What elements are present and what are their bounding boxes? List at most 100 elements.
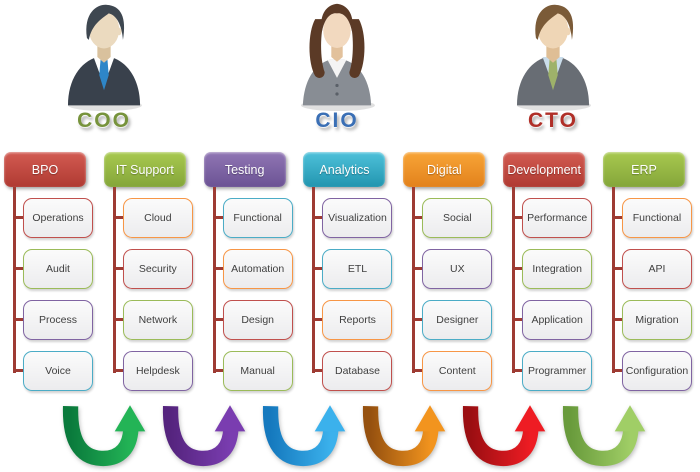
node-label: Database xyxy=(335,365,380,377)
node-cloud: Cloud xyxy=(122,198,193,238)
connector-stub xyxy=(512,216,524,219)
column-testing: Testing Functional Automation Design Man… xyxy=(202,150,299,396)
connector-stub xyxy=(512,369,524,372)
column-digital: Digital Social UX Designer Content xyxy=(401,150,498,396)
connector-stub xyxy=(13,369,24,372)
connector-stub xyxy=(212,216,224,219)
node-api: API xyxy=(621,249,692,289)
connector-stub xyxy=(13,216,24,219)
node-label: Visualization xyxy=(328,212,387,224)
u-turn-arrow-icon xyxy=(462,405,546,467)
persona-label: COO xyxy=(77,109,131,132)
columns-row: BPO Operations Audit Process Voice IT Su… xyxy=(0,150,700,398)
connector-stub xyxy=(13,318,24,321)
female-avatar-icon xyxy=(300,3,375,112)
connector-stub xyxy=(312,318,324,321)
node-label: Integration xyxy=(532,263,582,275)
connector-line xyxy=(512,187,516,373)
connector-stub xyxy=(512,318,524,321)
male-avatar-icon xyxy=(516,4,591,112)
connector-line xyxy=(412,187,416,373)
node-label: Design xyxy=(241,314,274,326)
node-voice: Voice xyxy=(23,351,93,391)
connector-line xyxy=(312,187,316,373)
u-turn-arrow-icon xyxy=(262,405,346,467)
node-label: Audit xyxy=(46,263,70,275)
node-label: Application xyxy=(531,314,583,326)
connector-stub xyxy=(611,318,623,321)
u-turn-arrow-icon xyxy=(62,405,146,467)
connector-stub xyxy=(13,267,24,270)
node-social: Social xyxy=(422,198,493,238)
node-label: Migration xyxy=(635,314,679,326)
node-configuration: Configuration xyxy=(621,351,692,391)
column-header-it-support: IT Support xyxy=(103,152,186,187)
connector-line xyxy=(13,187,16,373)
connector-stub xyxy=(611,267,623,270)
connector-stub xyxy=(611,369,623,372)
connector-stub xyxy=(512,267,524,270)
connector-stub xyxy=(412,369,424,372)
connector-line xyxy=(212,187,216,373)
node-helpdesk: Helpdesk xyxy=(122,351,193,391)
node-reports: Reports xyxy=(322,300,393,340)
column-header-analytics: Analytics xyxy=(303,152,386,187)
node-label: Security xyxy=(138,263,177,275)
node-audit: Audit xyxy=(23,249,93,289)
connector-stub xyxy=(212,318,224,321)
node-ux: UX xyxy=(422,249,493,289)
connector-line xyxy=(112,187,116,373)
node-visualization: Visualization xyxy=(322,198,393,238)
connector-stub xyxy=(611,216,623,219)
persona-coo: COO xyxy=(48,2,160,133)
connector-stub xyxy=(112,318,124,321)
node-label: API xyxy=(648,263,666,275)
persona-label: CIO xyxy=(315,109,359,132)
connector-stub xyxy=(112,216,124,219)
node-label: Operations xyxy=(32,212,84,224)
node-label: Functional xyxy=(233,212,282,224)
connector-stub xyxy=(212,369,224,372)
node-label: Social xyxy=(443,212,472,224)
node-label: Helpdesk xyxy=(135,365,180,377)
column-erp: ERP Functional API Migration Configurati… xyxy=(601,150,698,396)
node-label: Reports xyxy=(339,314,376,326)
node-label: Network xyxy=(138,314,178,326)
column-it-support: IT Support Cloud Security Network Helpde… xyxy=(102,150,199,396)
node-integration: Integration xyxy=(522,249,593,289)
node-functional-erp: Functional xyxy=(621,198,692,238)
node-design: Design xyxy=(222,300,293,340)
node-automation: Automation xyxy=(222,249,293,289)
node-label: Functional xyxy=(632,212,682,224)
column-header-testing: Testing xyxy=(203,152,286,187)
column-development: Development Performance Integration Appl… xyxy=(501,150,598,396)
connector-stub xyxy=(312,369,324,372)
node-label: Designer xyxy=(436,314,479,326)
u-turn-arrow-icon xyxy=(162,405,246,467)
connector-stub xyxy=(312,216,324,219)
persona-cto: CTO xyxy=(497,2,609,133)
node-label: Configuration xyxy=(625,365,689,377)
persona-label: CTO xyxy=(528,109,578,132)
node-label: Manual xyxy=(240,365,275,377)
node-migration: Migration xyxy=(621,300,692,340)
connector-stub xyxy=(412,318,424,321)
node-label: Content xyxy=(438,365,476,377)
node-content: Content xyxy=(422,351,493,391)
node-database: Database xyxy=(322,351,393,391)
node-performance: Performance xyxy=(522,198,593,238)
node-programmer: Programmer xyxy=(522,351,593,391)
node-label: Performance xyxy=(527,212,588,224)
node-label: Voice xyxy=(45,365,71,377)
column-header-digital: Digital xyxy=(403,152,486,187)
node-security: Security xyxy=(122,249,193,289)
node-process: Process xyxy=(23,300,93,340)
column-header-erp: ERP xyxy=(602,152,685,187)
u-turn-arrow-icon xyxy=(362,405,446,467)
node-application: Application xyxy=(522,300,593,340)
node-label: Process xyxy=(39,314,77,326)
node-operations: Operations xyxy=(23,198,93,238)
connector-stub xyxy=(112,267,124,270)
arrows-row xyxy=(58,402,648,468)
